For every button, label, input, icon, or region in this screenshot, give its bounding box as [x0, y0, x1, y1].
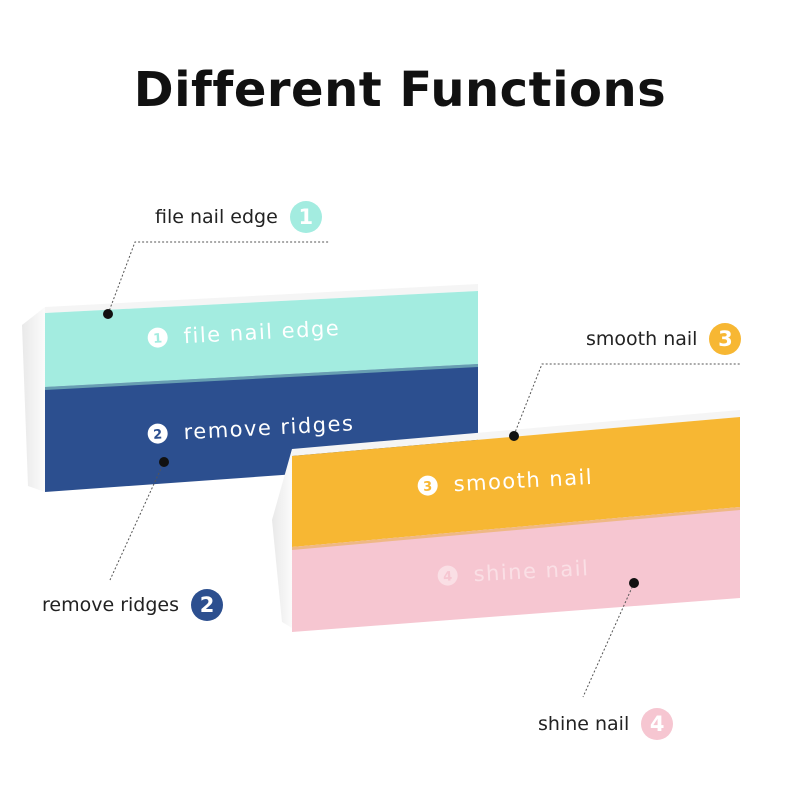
svg-text:1: 1: [153, 331, 163, 346]
svg-text:2: 2: [153, 427, 163, 442]
callout-label: smooth nail: [586, 328, 698, 350]
callout-file-nail-edge: file nail edge 1: [155, 201, 322, 233]
leader-dot-2: [159, 457, 169, 467]
face-number-badge-2: [147, 423, 168, 444]
leader-line-3: [513, 363, 740, 436]
callout-shine-nail: shine nail 4: [538, 708, 674, 740]
svg-text:3: 3: [423, 479, 433, 494]
leader-dot-4: [629, 578, 639, 588]
leader-line-1: [107, 241, 330, 315]
face-number-badge-3: [417, 475, 438, 496]
callout-remove-ridges: remove ridges 2: [42, 589, 223, 621]
number-badge-2: 2: [191, 589, 223, 621]
svg-text:4: 4: [443, 569, 453, 584]
leader-lines: [107, 241, 740, 698]
face-number-badge-4: [437, 565, 458, 586]
left-block-end-face: [22, 307, 45, 492]
number-badge-4: 4: [641, 708, 674, 740]
face-number-badge-1: [147, 327, 168, 348]
left-block-mint-face: [45, 291, 478, 387]
callout-label: file nail edge: [155, 206, 278, 228]
left-block-edge: [45, 284, 478, 313]
leader-line-2: [109, 461, 165, 581]
right-block-end-face: [272, 449, 292, 628]
page-title: Different Functions: [133, 62, 667, 118]
right-block-amber-face: [292, 417, 740, 547]
leader-line-4: [582, 582, 635, 698]
leader-dots: [103, 309, 639, 588]
leader-dot-3: [509, 431, 519, 441]
callout-label: remove ridges: [42, 594, 179, 616]
leader-dot-1: [103, 309, 113, 319]
number-badge-1: 1: [289, 201, 322, 233]
right-buffer-block: 3 smooth nail 4 shine nail: [272, 410, 740, 632]
number-badge-3: 3: [709, 323, 742, 355]
callout-label: shine nail: [538, 713, 630, 735]
callout-smooth-nail: smooth nail 3: [586, 323, 742, 355]
